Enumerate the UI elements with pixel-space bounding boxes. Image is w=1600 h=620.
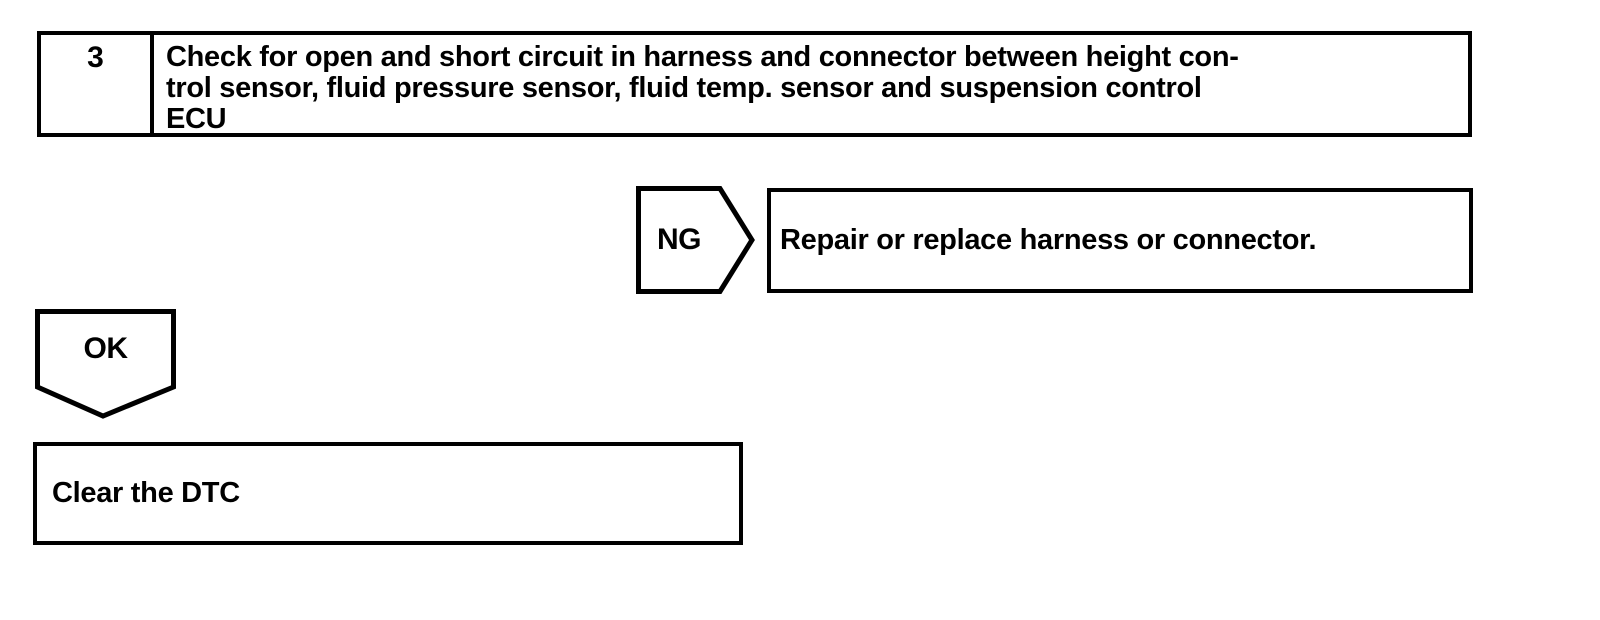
ng-action-box: Repair or replace harness or connector.: [767, 188, 1473, 293]
ok-connector: OK: [35, 309, 176, 419]
ok-pentagon-icon: [35, 309, 176, 419]
step-instruction-line-1: Check for open and short circuit in harn…: [166, 41, 1239, 73]
ng-label: NG: [657, 223, 702, 256]
ng-action-text: Repair or replace harness or connector.: [780, 224, 1317, 256]
step-number-cell: 3: [41, 35, 154, 133]
ng-connector: NG: [636, 186, 755, 294]
ok-action-text: Clear the DTC: [52, 477, 240, 509]
step-instruction-line-3: ECU: [166, 103, 227, 135]
step-instruction-line-2: trol sensor, fluid pressure sensor, flui…: [166, 72, 1202, 104]
step-number: 3: [87, 41, 104, 74]
ok-action-box: Clear the DTC: [33, 442, 743, 545]
ng-pentagon-icon: [636, 186, 755, 294]
step-box: 3 Check for open and short circuit in ha…: [37, 31, 1472, 137]
ok-label: OK: [83, 332, 129, 365]
step-instruction: Check for open and short circuit in harn…: [154, 35, 1468, 135]
